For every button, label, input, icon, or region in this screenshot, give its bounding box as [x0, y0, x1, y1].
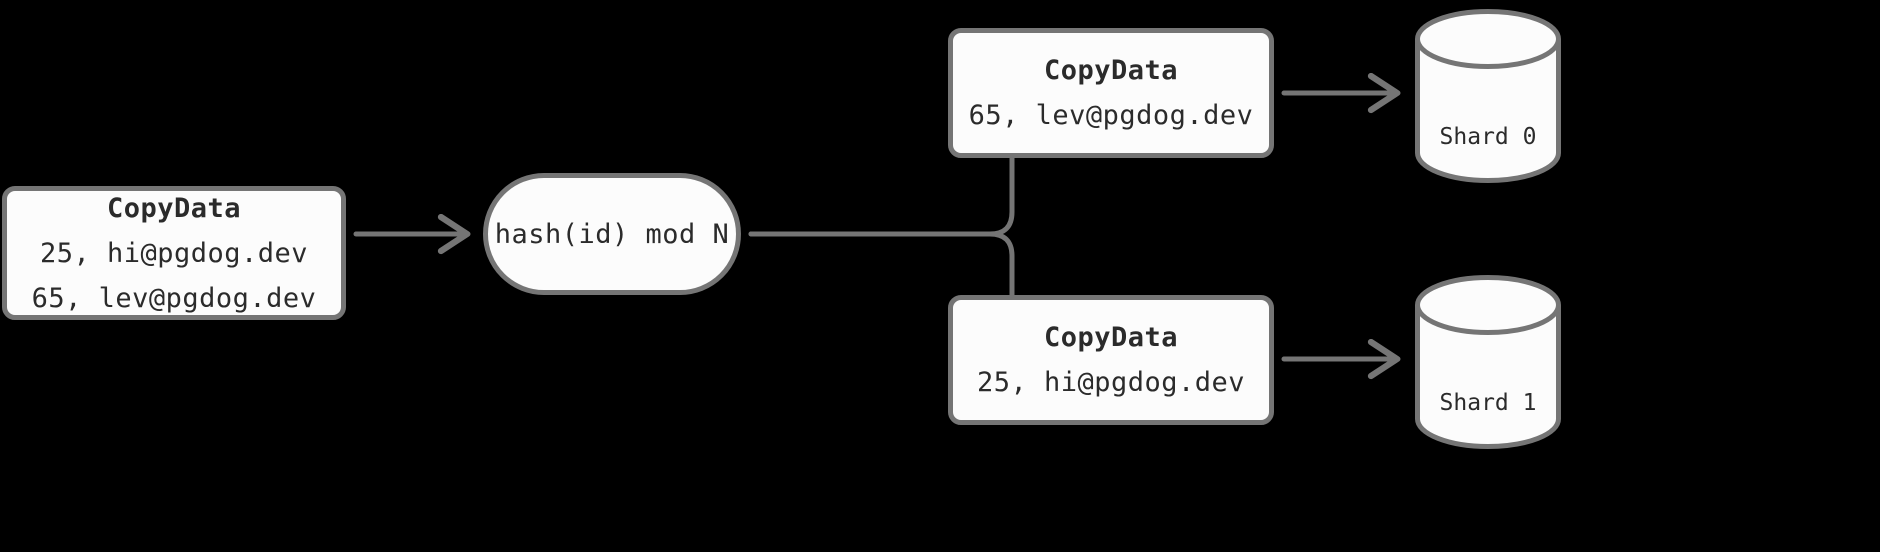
source-node-title: CopyData — [106, 192, 242, 224]
source-node-row-2: 65, lev@pgdog.dev — [31, 282, 317, 314]
shard0-node-row: 65, lev@pgdog.dev — [968, 100, 1254, 131]
database-icon — [1415, 9, 1561, 183]
shard1-copydata-node: CopyData 25, hi@pgdog.dev — [948, 295, 1274, 425]
shard1-label: Shard 1 — [1439, 390, 1537, 416]
shard0-copydata-node: CopyData 65, lev@pgdog.dev — [948, 28, 1274, 158]
database-icon — [1415, 275, 1561, 449]
source-copydata-node: CopyData 25, hi@pgdog.dev 65, lev@pgdog.… — [2, 186, 346, 320]
hash-router-node: hash(id) mod N — [483, 173, 741, 295]
shard1-database-cylinder: Shard 1 — [1412, 272, 1564, 452]
shard0-database-cylinder: Shard 0 — [1412, 6, 1564, 186]
source-node-row-1: 25, hi@pgdog.dev — [39, 237, 309, 269]
shard0-label: Shard 0 — [1439, 124, 1537, 150]
shard0-node-title: CopyData — [1043, 55, 1179, 86]
hash-router-label: hash(id) mod N — [494, 218, 730, 250]
shard1-node-row: 25, hi@pgdog.dev — [976, 367, 1246, 398]
shard1-node-title: CopyData — [1043, 322, 1179, 353]
